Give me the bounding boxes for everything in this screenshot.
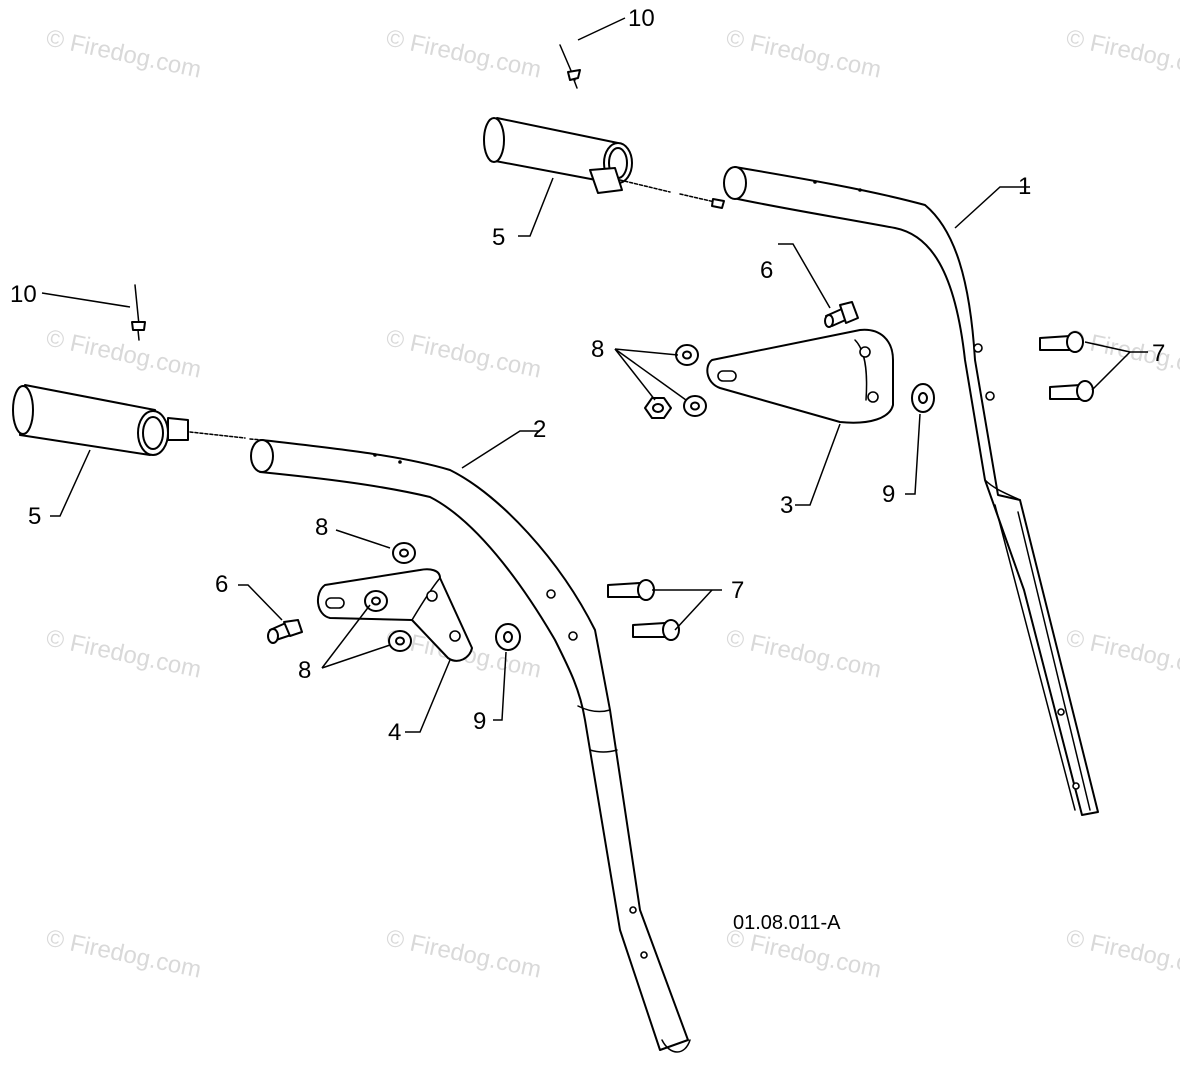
rivet-lower	[131, 284, 146, 341]
grip-lower	[12, 384, 263, 456]
watermark: © Firedog.com	[384, 924, 544, 983]
callout-8-upper: 8	[591, 336, 604, 363]
drawing-number: 01.08.011-A	[733, 912, 841, 934]
watermark: © Firedog.com	[384, 24, 544, 83]
watermark: © Firedog.com	[44, 924, 204, 983]
callouts: 1 2 3 4 5 5 6 6 7 7 8 8 8 9 9 10 10	[10, 5, 1165, 746]
callout-2: 2	[533, 416, 546, 443]
handle-lower	[250, 439, 691, 1053]
leader-lines	[41, 17, 1148, 733]
washer-upper	[911, 383, 935, 413]
callout-7-lower: 7	[731, 577, 744, 604]
watermark: © Firedog.com	[1064, 924, 1180, 983]
nuts-upper	[644, 344, 707, 419]
carriage-bolts-upper	[1039, 331, 1094, 402]
bracket-left	[317, 568, 473, 662]
watermark: © Firedog.com	[724, 24, 884, 83]
callout-6-lower: 6	[215, 571, 228, 598]
callout-9-upper: 9	[882, 481, 895, 508]
callout-1: 1	[1018, 173, 1031, 200]
callout-5-lower: 5	[28, 503, 41, 530]
callout-8-lower-top: 8	[315, 514, 328, 541]
carriage-bolts-lower	[607, 579, 680, 641]
bolt-upper	[824, 301, 859, 328]
watermark: © Firedog.com	[44, 24, 204, 83]
nuts-lower	[364, 542, 416, 652]
callout-3: 3	[780, 492, 793, 519]
handle-upper	[723, 166, 1099, 816]
watermark: © Firedog.com	[44, 624, 204, 683]
watermark: © Firedog.com	[724, 624, 884, 683]
washer-lower	[495, 623, 521, 651]
callout-8-lower: 8	[298, 657, 311, 684]
callout-6-upper: 6	[760, 257, 773, 284]
callout-7-upper: 7	[1152, 340, 1165, 367]
watermark: © Firedog.com	[44, 324, 204, 383]
callout-5-upper: 5	[492, 224, 505, 251]
bolt-lower	[267, 619, 303, 644]
rivet-upper	[559, 44, 581, 89]
callout-10-lower: 10	[10, 281, 37, 308]
watermark: © Firedog.com	[1064, 24, 1180, 83]
grip-upper	[483, 117, 725, 209]
watermark: © Firedog.com	[384, 324, 544, 383]
callout-9-lower: 9	[473, 708, 486, 735]
watermark: © Firedog.com	[1064, 624, 1180, 683]
bracket-right	[706, 328, 894, 424]
callout-10-upper: 10	[628, 5, 655, 32]
callout-4: 4	[388, 719, 401, 746]
